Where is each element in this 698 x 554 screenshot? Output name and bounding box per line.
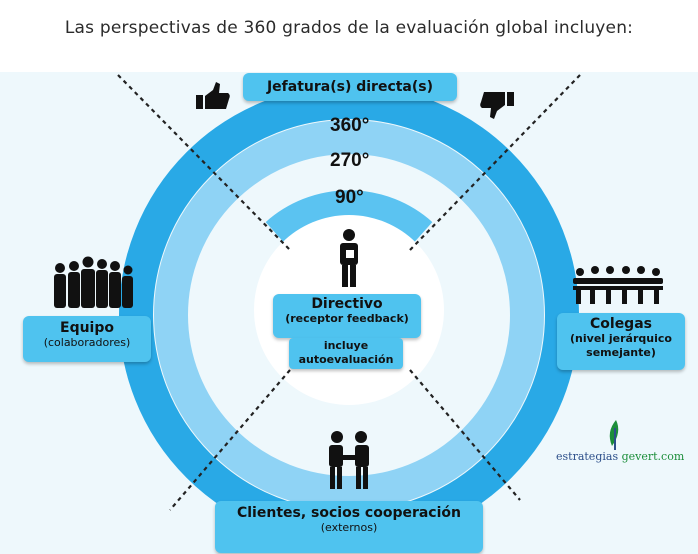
right-box-colegas: Colegas (nivel jerárquico semejante)	[557, 313, 685, 370]
label-360: 360°	[330, 115, 370, 136]
brand-part2: gevert.com	[621, 450, 685, 463]
right-box-title: Colegas	[590, 316, 652, 332]
brand-part1: estrategias	[556, 450, 619, 463]
label-270: 270°	[330, 150, 370, 171]
ring-270	[154, 120, 544, 510]
left-box-equipo: Equipo (colaboradores)	[23, 316, 151, 362]
top-box-label: Jefatura(s) directa(s)	[266, 79, 434, 95]
left-box-subtitle: (colaboradores)	[43, 336, 131, 349]
top-box-jefatura: Jefatura(s) directa(s)	[243, 73, 457, 101]
center-note-line2: autoevaluación	[298, 353, 394, 366]
bottom-box-subtitle: (externos)	[320, 521, 378, 534]
left-box-title: Equipo	[60, 320, 114, 336]
label-90: 90°	[335, 187, 364, 208]
bottom-box-clientes: Clientes, socios cooperación (externos)	[215, 501, 483, 553]
thumbs-up-icon	[196, 82, 230, 109]
center-note-box: incluye autoevaluación	[289, 338, 403, 369]
team-icon	[54, 256, 133, 308]
page-title: Las perspectivas de 360 grados de la eva…	[64, 18, 634, 38]
meeting-icon	[573, 266, 663, 304]
center-box-directivo: Directivo (receptor feedback)	[273, 294, 421, 338]
center-note-line1: incluye	[323, 339, 369, 352]
leaf-logo-icon	[609, 420, 619, 450]
right-box-subtitle-line2: semejante)	[586, 346, 656, 359]
center-title: Directivo	[311, 296, 383, 312]
person-icon	[340, 229, 358, 287]
bottom-box-title: Clientes, socios cooperación	[236, 505, 461, 521]
dashed-diagonals	[117, 74, 581, 511]
handshake-icon	[329, 431, 369, 489]
brand-text: estrategias gevert.com	[556, 450, 684, 463]
thumbs-down-icon	[480, 92, 514, 119]
right-box-subtitle-line1: (nivel jerárquico	[570, 332, 672, 345]
center-subtitle: (receptor feedback)	[285, 312, 409, 325]
ring-90	[265, 190, 433, 253]
